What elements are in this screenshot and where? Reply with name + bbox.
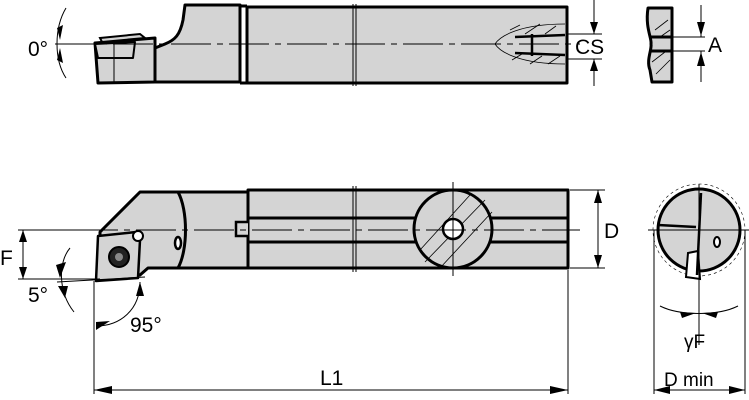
top-shank-rear <box>245 5 569 85</box>
top-insert <box>94 41 136 59</box>
d-label: D <box>604 220 619 243</box>
f-label: F <box>0 247 13 270</box>
lead-angle-label: 5° <box>28 284 48 307</box>
top-end-view <box>645 6 674 84</box>
d-min-label: D min <box>664 370 714 391</box>
cs-label: CS <box>575 36 604 59</box>
end-view: γF D min <box>648 183 749 394</box>
side-shank <box>246 188 570 270</box>
approach-angle-label: 95° <box>130 314 162 337</box>
rake-angle-label: γF <box>684 332 705 353</box>
side-view: F 5° 95° D L1 <box>0 182 619 394</box>
l1-label: L1 <box>320 367 343 390</box>
top-view: 0° CS A <box>28 0 722 86</box>
a-label: A <box>708 34 722 57</box>
angle-0-label: 0° <box>28 38 48 61</box>
